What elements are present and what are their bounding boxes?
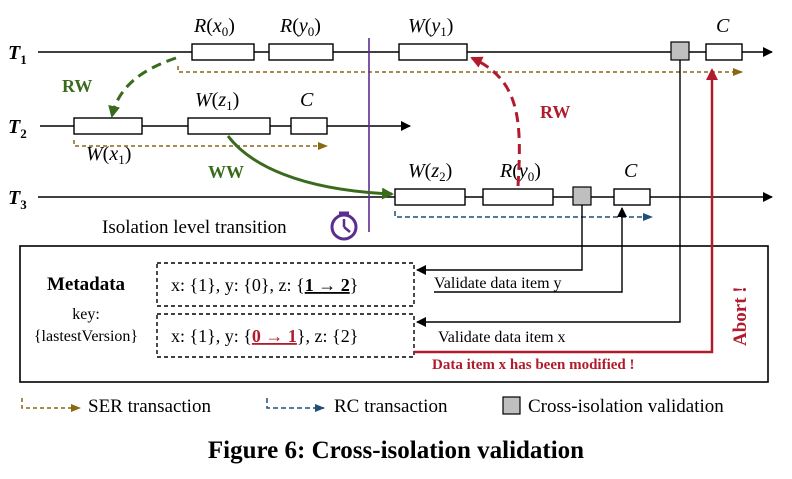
t3-op-w-z2-label: W(z2) (408, 160, 452, 184)
legend-ser-swatch (21, 398, 81, 412)
t1-op-w-y1-label: W(y1) (408, 15, 453, 39)
legend: SER transaction RC transaction Cross-iso… (21, 396, 724, 417)
isolation-transition-label: Isolation level transition (102, 217, 287, 238)
t2-op-w-x1 (73, 117, 143, 135)
t1-ser-span (177, 66, 743, 76)
ww-green-arrow (226, 135, 394, 200)
t1-op-r-y0 (268, 43, 334, 61)
t1-op-commit (705, 43, 743, 61)
validate-y-connector (416, 205, 583, 275)
metadata-title: Metadata (47, 274, 126, 295)
validate-x-label: Validate data item x (438, 329, 566, 346)
rw-red-arrow (470, 56, 521, 187)
legend-cross-swatch (502, 396, 521, 415)
metadata-key-value: {lastestVersion} (34, 328, 138, 345)
t3-cross-validation-box (572, 186, 592, 206)
t1-op-r-x0-label: R(x0) (193, 15, 235, 39)
rw-green-label: RW (62, 76, 92, 96)
metadata-row-1-box (156, 262, 415, 307)
t3-op-r-y0-label: R(y0) (499, 160, 541, 184)
t1-op-w-y1 (398, 43, 468, 61)
metadata-row-1: x: {1}, y: {0}, z: {1 → 2} (171, 275, 358, 295)
t1-op-r-y0-label: R(y0) (279, 15, 321, 39)
t3-rc-span (394, 211, 653, 221)
t3-label: T3 (8, 187, 27, 212)
metadata-row-2-box (156, 313, 415, 358)
t2-ser-span (73, 140, 328, 150)
t3-op-commit (613, 188, 651, 206)
t2-op-w-x1-label: W(x1) (86, 143, 131, 167)
validate-x-connector (416, 60, 681, 327)
ww-green-label: WW (208, 162, 244, 182)
t3-op-r-y0 (482, 188, 554, 206)
figure-caption: Figure 6: Cross-isolation validation (208, 437, 584, 464)
metadata-panel (19, 245, 769, 383)
legend-rc-swatch (266, 398, 325, 412)
abort-arrow (414, 68, 718, 354)
modified-message: Data item x has been modified ! (432, 357, 635, 373)
t1-op-r-x0 (191, 43, 255, 61)
legend-ser-label: SER transaction (88, 396, 211, 417)
stopwatch-icon (330, 211, 358, 241)
t2-label: T2 (8, 116, 27, 141)
legend-cross-label: Cross-isolation validation (528, 396, 724, 417)
t2-op-commit (290, 117, 328, 135)
t1-op-commit-label: C (716, 15, 730, 37)
legend-rc-label: RC transaction (334, 396, 448, 417)
t1-label: T1 (8, 42, 27, 67)
validate-y-return (434, 207, 627, 293)
t3-op-commit-label: C (624, 160, 638, 182)
metadata-key-label: key: (72, 306, 100, 323)
metadata-row-2: x: {1}, y: {0 → 1}, z: {2} (171, 326, 358, 346)
rw-green-arrow (108, 56, 177, 118)
t2-op-w-z1 (187, 117, 271, 135)
abort-label: Abort ! (730, 286, 751, 346)
t1-cross-validation-box (670, 41, 690, 61)
t2-op-w-z1-label: W(z1) (195, 89, 239, 113)
validate-y-label: Validate data item y (434, 275, 562, 292)
t2-op-commit-label: C (300, 89, 314, 111)
rw-red-label: RW (540, 102, 570, 122)
t3-op-w-z2 (394, 188, 466, 206)
